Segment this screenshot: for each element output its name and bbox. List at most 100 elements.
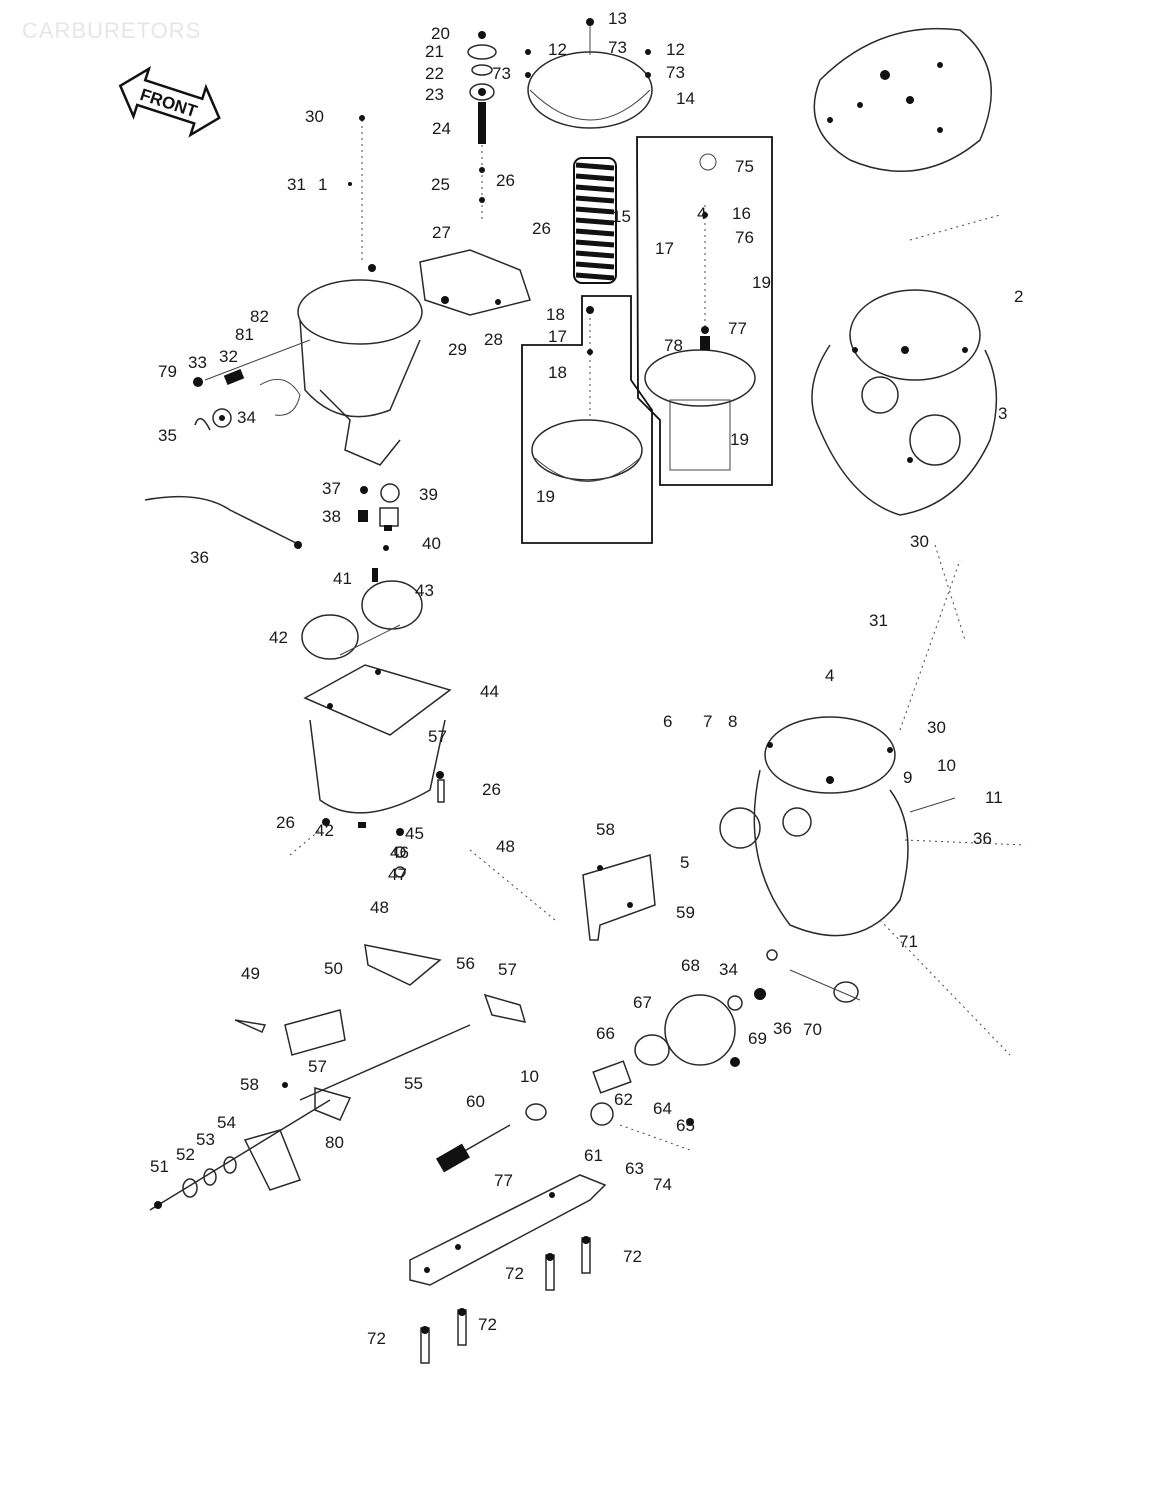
part-number-label: 69: [748, 1029, 767, 1048]
carb-top-cap: [525, 18, 653, 129]
part-number-label: 82: [250, 307, 269, 326]
part-number-label: 31: [869, 611, 888, 630]
part-number-label: 34: [237, 408, 256, 427]
part-number-label: 31: [287, 175, 306, 194]
part-number-label: 79: [158, 362, 177, 381]
part-number-label: 78: [664, 336, 683, 355]
part-number-label: 50: [324, 959, 343, 978]
part-number-label: 45: [405, 824, 424, 843]
part-number-label: 2: [1014, 287, 1023, 306]
mounting-screws: [420, 1236, 591, 1364]
part-number-label: 40: [422, 534, 441, 553]
part-number-label: 60: [466, 1092, 485, 1111]
part-number-label: 38: [322, 507, 341, 526]
part-number-label: 53: [196, 1130, 215, 1149]
jet-assembly: [358, 483, 400, 582]
drain-screw-parts: [322, 818, 556, 921]
part-number-label: 18: [546, 305, 565, 324]
part-number-label: 17: [548, 327, 567, 346]
part-number-label: 56: [456, 954, 475, 973]
part-number-label: 36: [973, 829, 992, 848]
part-number-label: 57: [428, 727, 447, 746]
part-number-label: 19: [536, 487, 555, 506]
part-number-label: 13: [608, 9, 627, 28]
part-number-label: 8: [728, 712, 737, 731]
part-number-label: 32: [219, 347, 238, 366]
part-number-label: 73: [608, 38, 627, 57]
part-number-label: 71: [899, 932, 918, 951]
part-number-label: 22: [425, 64, 444, 83]
part-number-label: 54: [217, 1113, 236, 1132]
part-number-label: 59: [676, 903, 695, 922]
part-number-label: 72: [367, 1329, 386, 1348]
part-number-label: 42: [269, 628, 288, 647]
part-number-label: 30: [927, 718, 946, 737]
part-number-label: 76: [735, 228, 754, 247]
part-number-label: 42: [315, 821, 334, 840]
part-number-label: 18: [548, 363, 567, 382]
part-number-label: 19: [752, 273, 771, 292]
part-number-label: 10: [937, 756, 956, 775]
part-number-label: 46: [390, 843, 409, 862]
float-assembly: [301, 580, 423, 660]
part-number-label: 68: [681, 956, 700, 975]
part-number-label: 80: [325, 1133, 344, 1152]
linkage-bracket: [582, 854, 656, 941]
leader-lines: [289, 214, 1001, 1151]
piston-group-left: [521, 295, 653, 544]
part-number-label: 33: [188, 353, 207, 372]
part-number-label: 75: [735, 157, 754, 176]
float-bowl: [303, 664, 452, 814]
carb-body-upper: [259, 115, 531, 466]
part-number-label: 23: [425, 85, 444, 104]
mounting-plate: [409, 1174, 607, 1286]
part-number-label: 72: [623, 1247, 642, 1266]
part-number-label: 12: [548, 40, 567, 59]
part-number-label: 64: [653, 1099, 672, 1118]
part-number-label: 65: [676, 1116, 695, 1135]
part-number-label: 36: [773, 1019, 792, 1038]
part-number-label: 77: [728, 319, 747, 338]
part-number-label: 37: [322, 479, 341, 498]
part-number-label: 1: [318, 175, 327, 194]
part-number-label: 74: [653, 1175, 672, 1194]
part-number-label: 72: [505, 1264, 524, 1283]
part-number-label: 9: [903, 768, 912, 787]
page-title: CARBURETORS: [22, 18, 202, 43]
fuel-hose: [144, 495, 302, 549]
part-number-label: 44: [480, 682, 499, 701]
part-number-label: 35: [158, 426, 177, 445]
part-number-label: 24: [432, 119, 451, 138]
part-number-label: 49: [241, 964, 260, 983]
part-number-label: 57: [308, 1057, 327, 1076]
front-direction-arrow-icon: FRONT: [118, 66, 221, 138]
part-number-label: 34: [719, 960, 738, 979]
part-number-label: 4: [825, 666, 834, 685]
carb-body-right-top: [813, 27, 992, 172]
part-number-label: 21: [425, 42, 444, 61]
part-number-label: 28: [484, 330, 503, 349]
part-number-label: 12: [666, 40, 685, 59]
part-number-label: 19: [730, 430, 749, 449]
part-number-label: 25: [431, 175, 450, 194]
part-number-label: 61: [584, 1146, 603, 1165]
part-number-label: 27: [432, 223, 451, 242]
part-number-label: 51: [150, 1157, 169, 1176]
part-number-label: 41: [333, 569, 352, 588]
part-number-label: 81: [235, 325, 254, 344]
part-number-label: 77: [494, 1171, 513, 1190]
part-number-label: 55: [404, 1074, 423, 1093]
part-number-label: 17: [655, 239, 674, 258]
part-number-label: 11: [985, 788, 1003, 807]
part-number-label: 15: [612, 207, 631, 226]
part-number-label: 39: [419, 485, 438, 504]
part-number-label: 63: [625, 1159, 644, 1178]
part-number-label: 43: [415, 581, 434, 600]
part-number-label: 20: [431, 24, 450, 43]
choke-plunger: [436, 1103, 547, 1173]
idle-screw-assembly: [193, 339, 311, 431]
part-number-label: 26: [276, 813, 295, 832]
part-number-label: 57: [498, 960, 517, 979]
